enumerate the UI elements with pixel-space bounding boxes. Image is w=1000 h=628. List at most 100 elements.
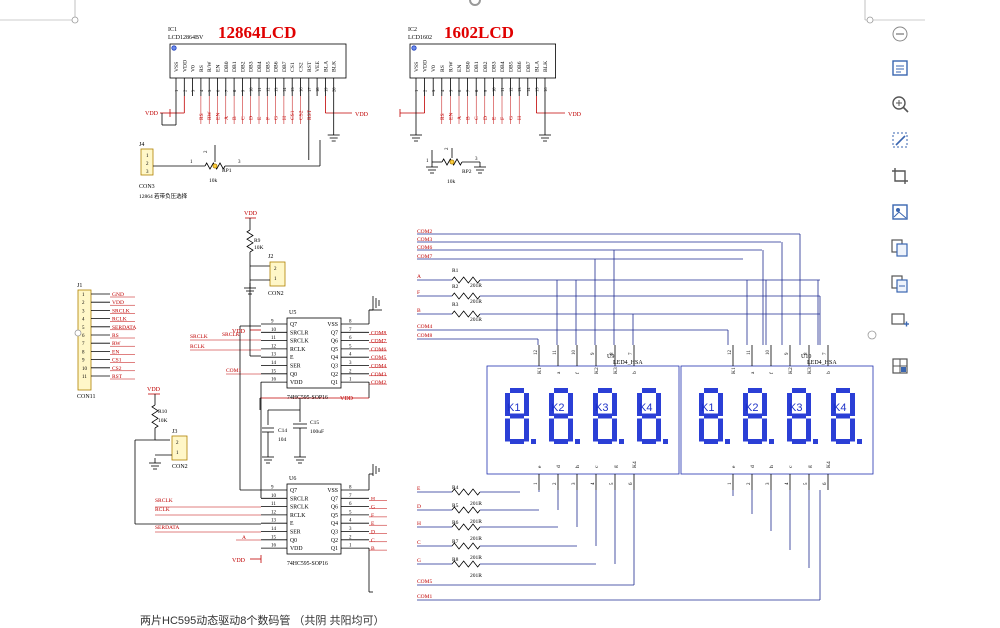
ic2-net-label: B (466, 116, 472, 120)
j3-pin: 2 (176, 441, 179, 446)
u5-net-label: COM6 (371, 347, 387, 353)
u10-dot (769, 439, 774, 444)
ic1-net-label: EN (216, 113, 222, 120)
j1-pin: 6 (82, 334, 85, 339)
u10-segment (836, 439, 850, 444)
u5-pin-number: 5 (349, 344, 352, 349)
ic2-pin-label: EN (457, 65, 463, 72)
ic1-pin-label: BLK (332, 61, 338, 72)
u10-digit-label: K2 (745, 402, 758, 414)
image-frame-icon (892, 204, 908, 220)
ic2-pin-number: 6 (457, 89, 462, 92)
rp1-pin: 3 (238, 160, 241, 165)
crop-button[interactable] (884, 160, 916, 192)
ic1-body (169, 43, 347, 79)
add-image-button[interactable] (884, 304, 916, 336)
ic2-pin-label: DB1 (474, 61, 480, 72)
u6-pin-number: 16 (271, 544, 277, 549)
u9-segment (598, 388, 612, 393)
j1-pin: 4 (82, 318, 85, 323)
ic2-pin-number: 9 (483, 89, 488, 92)
u6-net-label: G (371, 505, 375, 511)
u10-segment (748, 439, 762, 444)
u5-pin-label: Q2 (331, 372, 338, 378)
text-layout-button[interactable] (884, 52, 916, 84)
u5-pin-number: 8 (349, 320, 352, 325)
u6-pin-label: RCLK (290, 513, 306, 519)
j4-pin: 2 (146, 162, 149, 167)
j1-net-label: RST (112, 374, 123, 380)
u6-pin-number: 4 (349, 519, 352, 524)
u5-pin-number: 10 (271, 328, 277, 333)
u5-pin-label: SRCLR (290, 330, 308, 336)
ic1-net-label: A (224, 116, 230, 120)
ic1-net-label: B (232, 116, 238, 120)
com-net-label: COM6 (417, 245, 433, 251)
u5-pin-number: 3 (349, 361, 352, 366)
ic2-pin-label: DB3 (491, 61, 497, 72)
u5-net-label: COM3 (371, 372, 387, 378)
u6-pin-label: VDD (290, 546, 303, 552)
j1-pin: 3 (82, 309, 85, 314)
j1-pin: 10 (82, 367, 88, 372)
display-pin-number: 4 (591, 482, 596, 485)
ic1-pin-label: EN (216, 65, 222, 72)
rp2-pin: 3 (475, 157, 478, 162)
ic1-pin-label: DB7 (282, 61, 288, 72)
ic1-pin-label: R/W (207, 61, 213, 72)
ic1-pin-label: VSS (174, 62, 180, 72)
u9-segment (642, 388, 656, 393)
u9-part: LED4_HSA (613, 360, 643, 366)
u9-segment (593, 393, 598, 416)
resistor-value: 201R (470, 317, 482, 323)
ic2-pin-label: DB6 (517, 61, 523, 72)
u5-pin-label: SRCLK (290, 339, 309, 345)
display-pin-number: 3 (766, 482, 771, 485)
j1-net-label: RS (112, 333, 119, 339)
copy-image-button[interactable] (884, 232, 916, 264)
display-pin-label: f (768, 372, 775, 374)
display-pin-label: K3 (613, 367, 619, 374)
ic2-pin-label: DB7 (526, 61, 532, 72)
ic1-net-label: CS1 (290, 110, 296, 120)
image-frame-button[interactable] (884, 196, 916, 228)
u9-segment (549, 393, 554, 416)
u5-net-label: COM8 (371, 330, 387, 336)
collapse-button[interactable] (884, 18, 916, 50)
u9-segment (554, 413, 568, 419)
segment-net-label: F (417, 290, 420, 296)
ic2-pin-number: 11 (500, 88, 505, 92)
resistor-ref: R5 (452, 503, 459, 509)
ic1-pin-number: 9 (240, 89, 245, 92)
u5-pin-number: 1 (349, 378, 352, 383)
u10-dot (857, 439, 862, 444)
ic1-pin-label: VDD (182, 60, 188, 72)
magic-select-button[interactable] (884, 124, 916, 156)
rp2-pin: 2 (445, 147, 450, 150)
ic1-pin-number: 14 (282, 87, 287, 92)
duplicate-button[interactable] (884, 268, 916, 300)
segment-net-label: D (417, 504, 421, 510)
j1-body (77, 289, 92, 391)
zoom-in-button[interactable] (884, 88, 916, 120)
vdd-label: VDD (340, 396, 354, 402)
grid-layout-button[interactable] (884, 350, 916, 382)
magic-select-icon (892, 132, 908, 148)
u5-body (286, 317, 342, 389)
resistor-ref: R3 (452, 302, 459, 308)
u10-segment (806, 393, 811, 416)
ic1-net-label: C (240, 116, 246, 120)
u6-pin-label: SRCLK (290, 505, 309, 511)
vdd-label: VDD (232, 329, 246, 335)
u5-pin-number: 15 (271, 369, 277, 374)
u5-pin-label: Q6 (331, 339, 338, 345)
u9-segment (642, 439, 656, 444)
u6-pin-number: 10 (271, 494, 277, 499)
u9-digit-label: K1 (507, 402, 520, 414)
display-pin-label: K2 (788, 367, 794, 374)
u6-part: 74HC595-SOP16 (287, 561, 328, 567)
u9-segment (642, 413, 656, 419)
minus-circle-icon (892, 26, 908, 42)
ic2-net-label: D (483, 116, 489, 120)
u5-net-label: COM5 (371, 355, 387, 361)
